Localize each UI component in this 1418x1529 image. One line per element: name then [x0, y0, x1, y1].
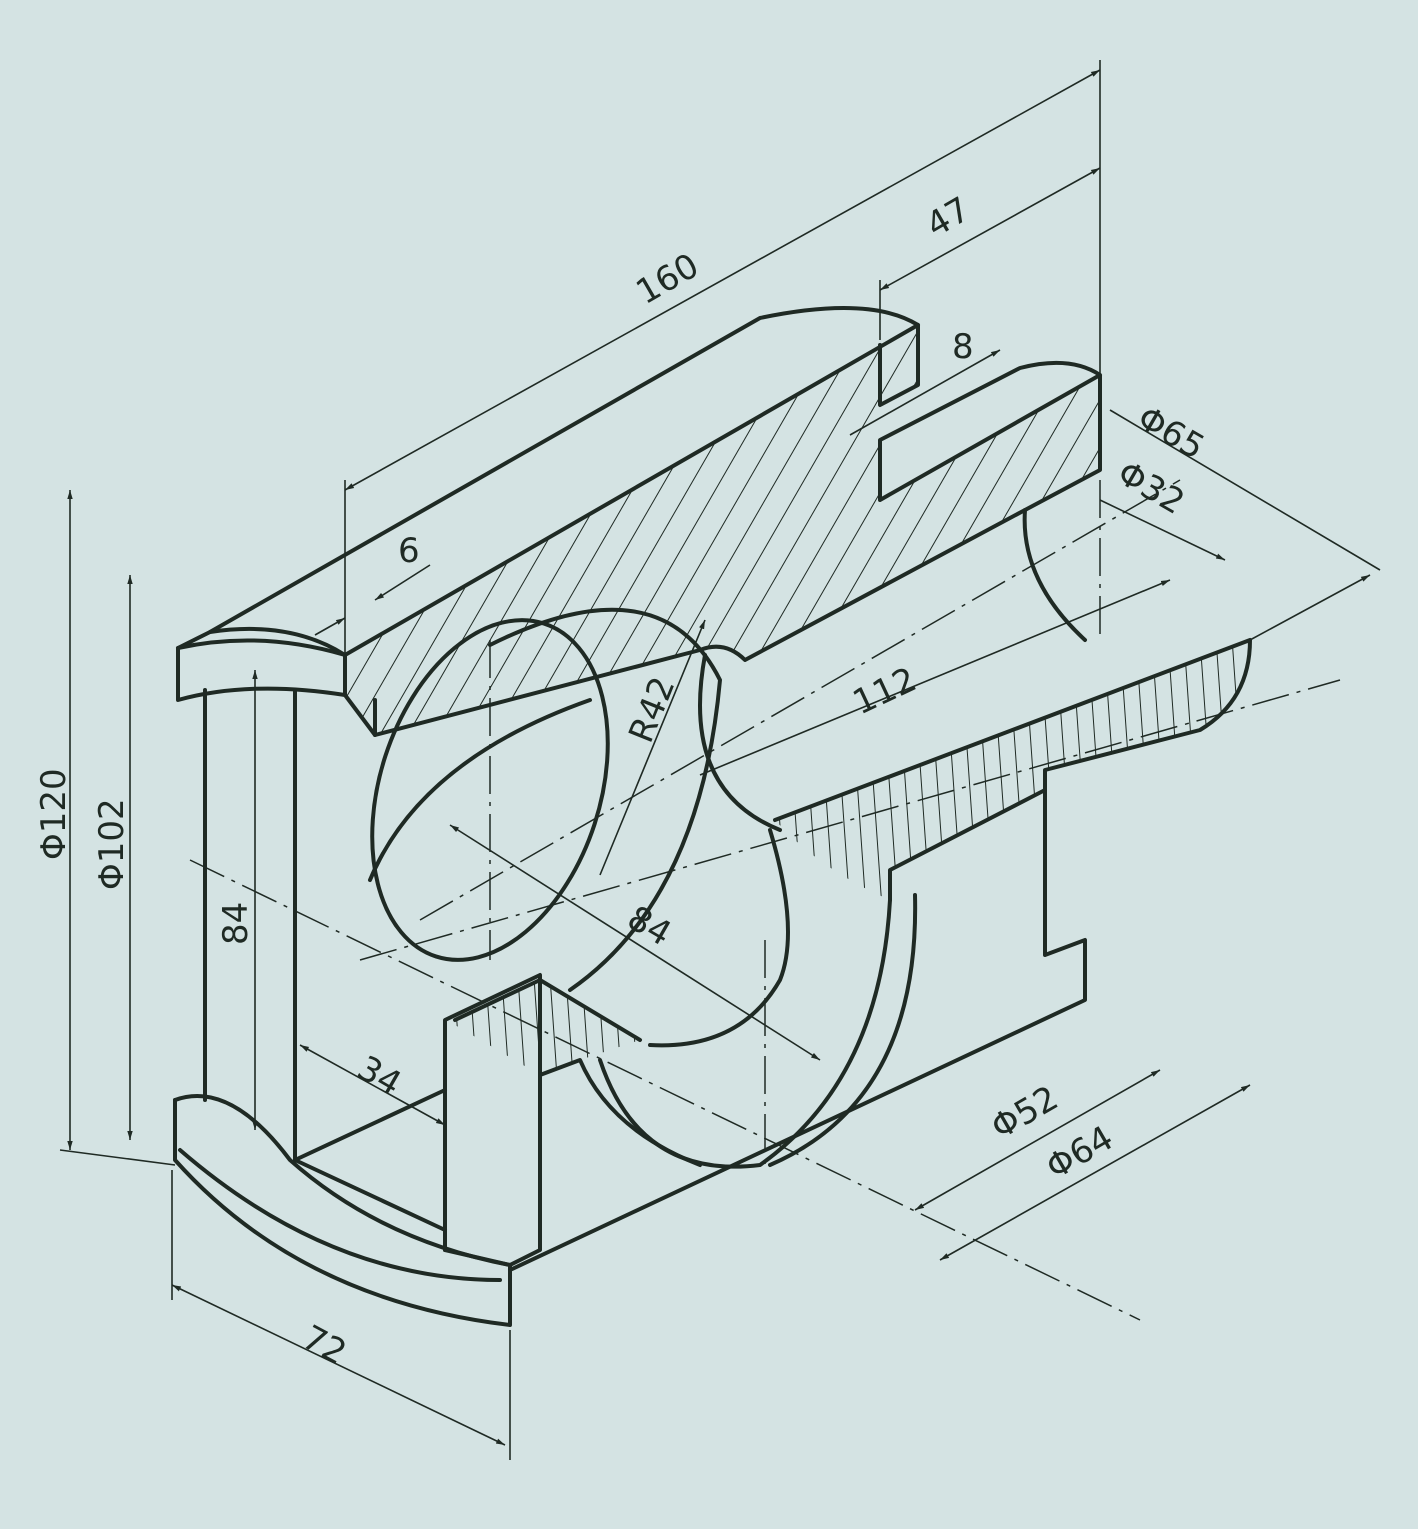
- dim-84-bore: 84: [621, 898, 678, 954]
- dim-phi102: Φ102: [92, 798, 132, 890]
- dim-r42: R42: [621, 671, 683, 748]
- dimension-lines: [59, 60, 1381, 1460]
- dim-phi65: Φ65: [1131, 398, 1212, 468]
- dim-phi32: Φ32: [1111, 453, 1192, 523]
- dim-8: 8: [952, 327, 974, 367]
- dim-112: 112: [847, 659, 923, 723]
- dim-47: 47: [920, 190, 977, 246]
- dim-72: 72: [296, 1318, 353, 1374]
- dim-6: 6: [398, 531, 420, 571]
- section-hatching: [345, 325, 1250, 1075]
- dim-84-height: 84: [216, 902, 256, 945]
- dim-34: 34: [351, 1048, 408, 1104]
- dim-phi52: Φ52: [985, 1078, 1066, 1148]
- dim-phi64: Φ64: [1040, 1118, 1121, 1188]
- dim-160: 160: [630, 246, 706, 313]
- dim-phi120: Φ120: [34, 768, 74, 860]
